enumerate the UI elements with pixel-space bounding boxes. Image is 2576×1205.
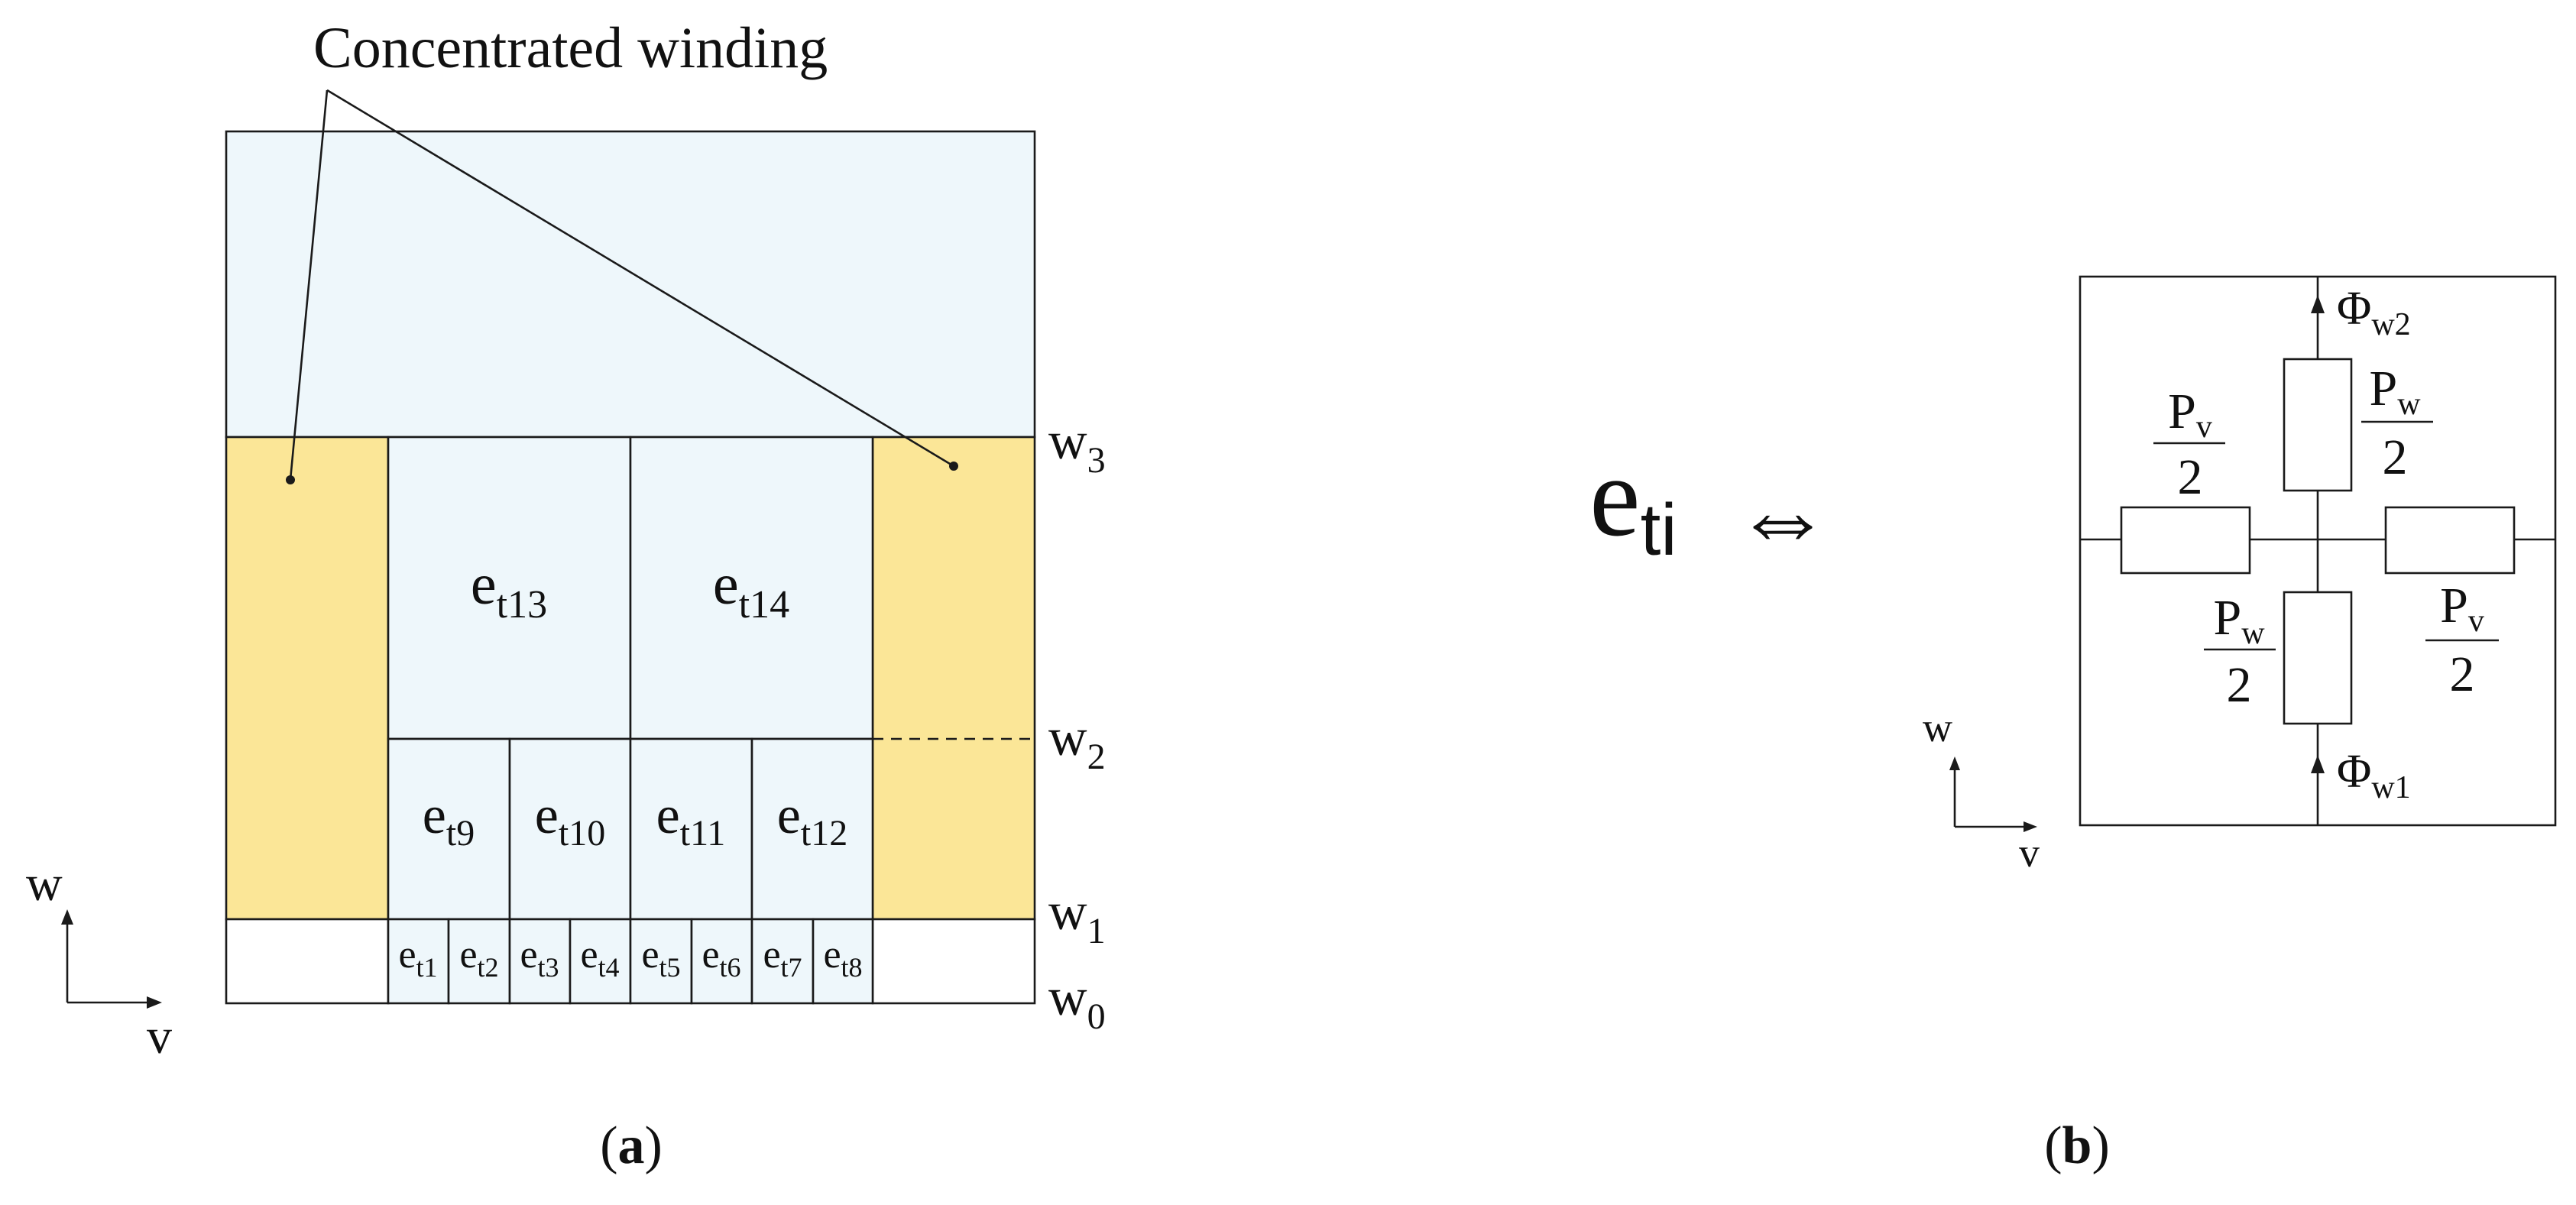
equivalence-arrow-icon: ⇔ <box>1733 462 1832 572</box>
caption-a: (a) <box>600 1116 663 1175</box>
axis-indicator-b: w v <box>1923 705 2040 876</box>
element-t2-cell <box>447 918 511 1005</box>
element-label: et2 <box>459 933 498 983</box>
element-label: et7 <box>763 933 802 983</box>
left-winding <box>225 436 390 921</box>
right-winding <box>871 436 1036 921</box>
element-t4-cell <box>569 918 632 1005</box>
axis-w-label: w <box>1923 705 1952 750</box>
svg-text:2: 2 <box>2450 646 2475 702</box>
arrow-right-icon <box>147 996 162 1009</box>
svg-text:Pw: Pw <box>2213 590 2265 651</box>
label-pw-top: Pw 2 <box>2361 361 2433 485</box>
level-w0-label: w0 <box>1048 968 1106 1037</box>
flux-bottom-label: Φw1 <box>2337 746 2411 805</box>
equivalence-element-label: eti <box>1589 433 1677 571</box>
level-w2-label: w2 <box>1048 708 1106 777</box>
element-label: et3 <box>520 933 559 983</box>
flux-top-label: Φw2 <box>2337 283 2411 342</box>
element-t14-cell <box>629 436 874 740</box>
element-label: et1 <box>398 933 437 983</box>
annotation-dot-right <box>949 462 958 471</box>
label-pv-right: Pv 2 <box>2425 578 2499 702</box>
annotation-leader-right <box>326 89 954 468</box>
element-t9-cell <box>387 737 511 921</box>
annotation-concentrated-winding: Concentrated winding <box>313 16 828 80</box>
element-label: et14 <box>713 552 789 627</box>
element-label: et8 <box>823 933 862 983</box>
resistor-pw-bottom <box>2283 591 2353 725</box>
equivalence: eti ⇔ <box>1589 433 1832 572</box>
label-pv-left: Pv 2 <box>2153 384 2225 505</box>
element-t13-cell <box>387 436 632 740</box>
element-t12-cell <box>750 737 874 921</box>
element-label: et4 <box>580 933 619 983</box>
resistor-pw-top <box>2283 358 2353 492</box>
bottom-right-region <box>871 918 1036 1005</box>
annotation-dot-left <box>286 475 295 484</box>
resistor-pv-left <box>2120 506 2251 575</box>
svg-text:2: 2 <box>2383 429 2408 485</box>
arrow-up-icon <box>61 909 73 925</box>
arrow-right-icon <box>2024 821 2037 832</box>
level-w1-label: w1 <box>1048 883 1106 951</box>
bottom-left-region <box>225 918 390 1005</box>
element-t6-cell <box>690 918 753 1005</box>
element-t3-cell <box>508 918 572 1005</box>
flux-bottom-arrow-icon <box>2311 755 2325 773</box>
panel-b: Φw2 Φw1 Pv 2 Pw 2 Pw 2 Pv 2 <box>1923 275 2557 1175</box>
resistor-pv-right <box>2384 506 2516 575</box>
axis-v-label: v <box>147 1009 172 1064</box>
element-label: et5 <box>641 933 680 983</box>
svg-text:Pw: Pw <box>2369 361 2421 422</box>
element-label: et9 <box>423 786 475 854</box>
svg-text:Pv: Pv <box>2168 384 2212 445</box>
element-label: et11 <box>656 786 726 854</box>
svg-text:Pv: Pv <box>2440 578 2484 639</box>
svg-text:2: 2 <box>2227 657 2252 713</box>
element-label: et6 <box>702 933 740 983</box>
axis-w-label: w <box>26 856 63 912</box>
svg-text:2: 2 <box>2178 449 2203 505</box>
element-t1-cell <box>387 918 450 1005</box>
annotation-leader-left <box>289 89 329 481</box>
element-t7-cell <box>750 918 815 1005</box>
caption-b: (b) <box>2044 1116 2110 1175</box>
axis-indicator-a: w v <box>26 856 172 1064</box>
element-t11-cell <box>629 737 753 921</box>
element-label: et12 <box>777 786 847 854</box>
upper-air-region <box>225 130 1036 439</box>
element-t10-cell <box>508 737 632 921</box>
element-t8-cell <box>812 918 874 1005</box>
element-label: et13 <box>471 552 547 627</box>
flux-top-arrow-icon <box>2311 295 2325 313</box>
panel-a: Concentrated winding w3 w2 w1 w0 et13 et… <box>26 16 1106 1175</box>
element-label: et10 <box>535 786 605 854</box>
axis-v-label: v <box>2019 830 2040 876</box>
level-w3-label: w3 <box>1048 412 1106 481</box>
label-pw-bottom: Pw 2 <box>2204 590 2276 713</box>
arrow-up-icon <box>1949 756 1960 770</box>
